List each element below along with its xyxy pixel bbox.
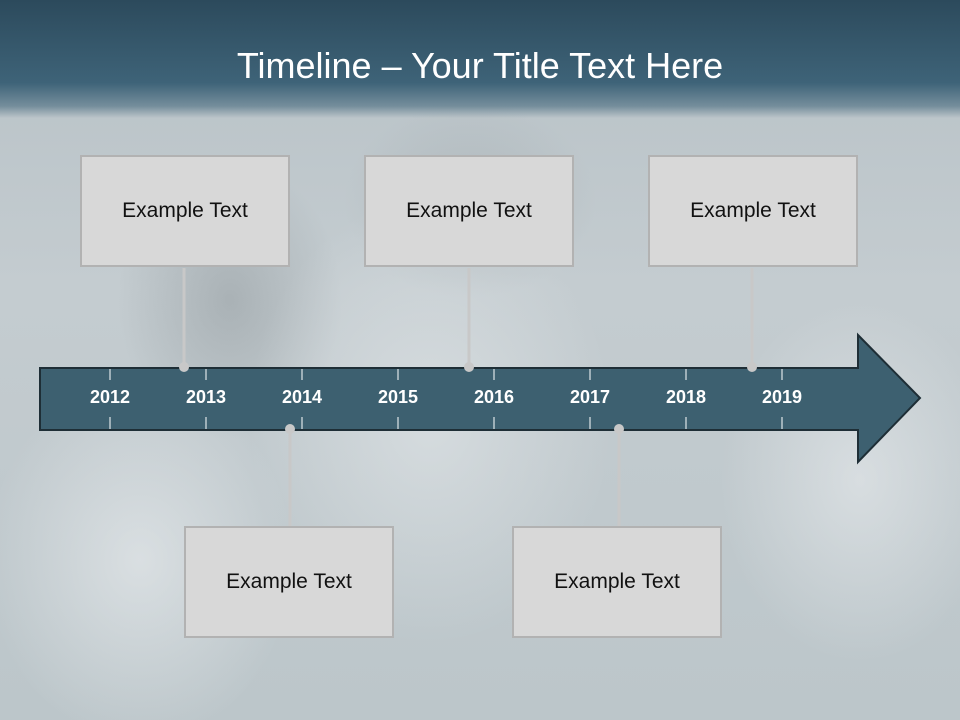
year-label-2018: 2018 [665, 387, 707, 407]
event-box-top-2: Example Text [364, 155, 574, 267]
year-label-2015: 2015 [377, 387, 419, 407]
marker-dot [747, 362, 757, 372]
event-box-top-3: Example Text [648, 155, 858, 267]
marker-dot [179, 362, 189, 372]
year-label-2016: 2016 [473, 387, 515, 407]
year-label-2017: 2017 [569, 387, 611, 407]
year-label-2019: 2019 [761, 387, 803, 407]
slide-title: Timeline – Your Title Text Here [236, 45, 724, 86]
year-label-2012: 2012 [89, 387, 131, 407]
marker-dot [285, 424, 295, 434]
event-box-top-1: Example Text [80, 155, 290, 267]
marker-dot [614, 424, 624, 434]
timeline-arrow [39, 332, 922, 465]
marker-dot [464, 362, 474, 372]
title-bar [0, 0, 960, 118]
year-ticks [109, 369, 783, 429]
year-label-2013: 2013 [185, 387, 227, 407]
event-box-bottom-1: Example Text [184, 526, 394, 638]
year-label-2014: 2014 [281, 387, 323, 407]
event-box-bottom-2: Example Text [512, 526, 722, 638]
